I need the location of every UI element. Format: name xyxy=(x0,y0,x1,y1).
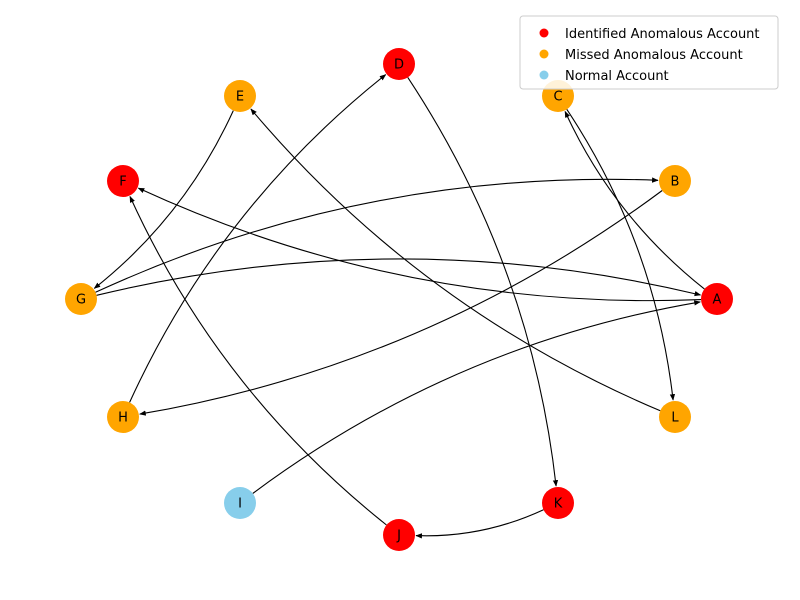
edge-I-A xyxy=(252,300,701,494)
edge-H-D xyxy=(129,74,387,403)
node-F-label: F xyxy=(119,175,126,190)
node-E-circle xyxy=(224,80,256,112)
edge-K-J xyxy=(415,509,544,539)
node-K: K xyxy=(542,487,574,519)
node-H-label: H xyxy=(118,411,128,426)
edges-layer xyxy=(93,74,705,539)
nodes-layer: A B C D E F G H I J K L xyxy=(65,48,733,551)
node-B: B xyxy=(659,165,691,197)
node-G: G xyxy=(65,283,97,315)
node-D: D xyxy=(383,48,415,80)
node-E-label: E xyxy=(236,90,244,105)
node-F: F xyxy=(107,165,139,197)
legend-swatch-normal xyxy=(539,70,549,80)
node-I: I xyxy=(224,487,256,519)
legend-label-normal: Normal Account xyxy=(565,69,669,84)
node-K-label: K xyxy=(554,497,563,512)
legend-swatch-identified xyxy=(539,28,549,38)
edge-C-L xyxy=(566,108,676,401)
node-I-circle xyxy=(224,487,256,519)
node-F-circle xyxy=(107,165,139,197)
node-J: J xyxy=(383,519,415,551)
node-H: H xyxy=(107,401,139,433)
node-C-label: C xyxy=(553,90,562,105)
node-J-circle xyxy=(383,519,415,551)
edge-A-F xyxy=(137,187,702,302)
node-L: L xyxy=(659,401,691,433)
legend: Identified Anomalous Account Missed Anom… xyxy=(519,15,779,90)
node-L-circle xyxy=(659,401,691,433)
node-A-circle xyxy=(701,283,733,315)
node-A-label: A xyxy=(713,293,722,308)
node-D-label: D xyxy=(394,58,404,73)
legend-label-identified: Identified Anomalous Account xyxy=(565,27,760,42)
node-B-circle xyxy=(659,165,691,197)
legend-label-missed: Missed Anomalous Account xyxy=(565,48,743,63)
edge-A-C xyxy=(564,110,705,290)
edge-G-B xyxy=(95,177,659,293)
edge-G-A xyxy=(96,258,702,297)
node-J-label: J xyxy=(396,529,401,544)
node-A: A xyxy=(701,283,733,315)
edge-D-K xyxy=(407,77,559,487)
node-E: E xyxy=(224,80,256,112)
node-B-label: B xyxy=(671,175,680,190)
edge-L-E xyxy=(250,108,661,412)
node-G-label: G xyxy=(76,293,86,308)
edge-E-G xyxy=(93,110,234,289)
node-D-circle xyxy=(383,48,415,80)
node-L-label: L xyxy=(671,411,679,426)
node-H-circle xyxy=(107,401,139,433)
node-K-circle xyxy=(542,487,574,519)
legend-swatch-missed xyxy=(539,49,549,59)
node-G-circle xyxy=(65,283,97,315)
edge-J-F xyxy=(129,195,387,526)
node-I-label: I xyxy=(238,497,242,512)
legend-box xyxy=(519,15,779,90)
edge-B-H xyxy=(139,190,663,416)
